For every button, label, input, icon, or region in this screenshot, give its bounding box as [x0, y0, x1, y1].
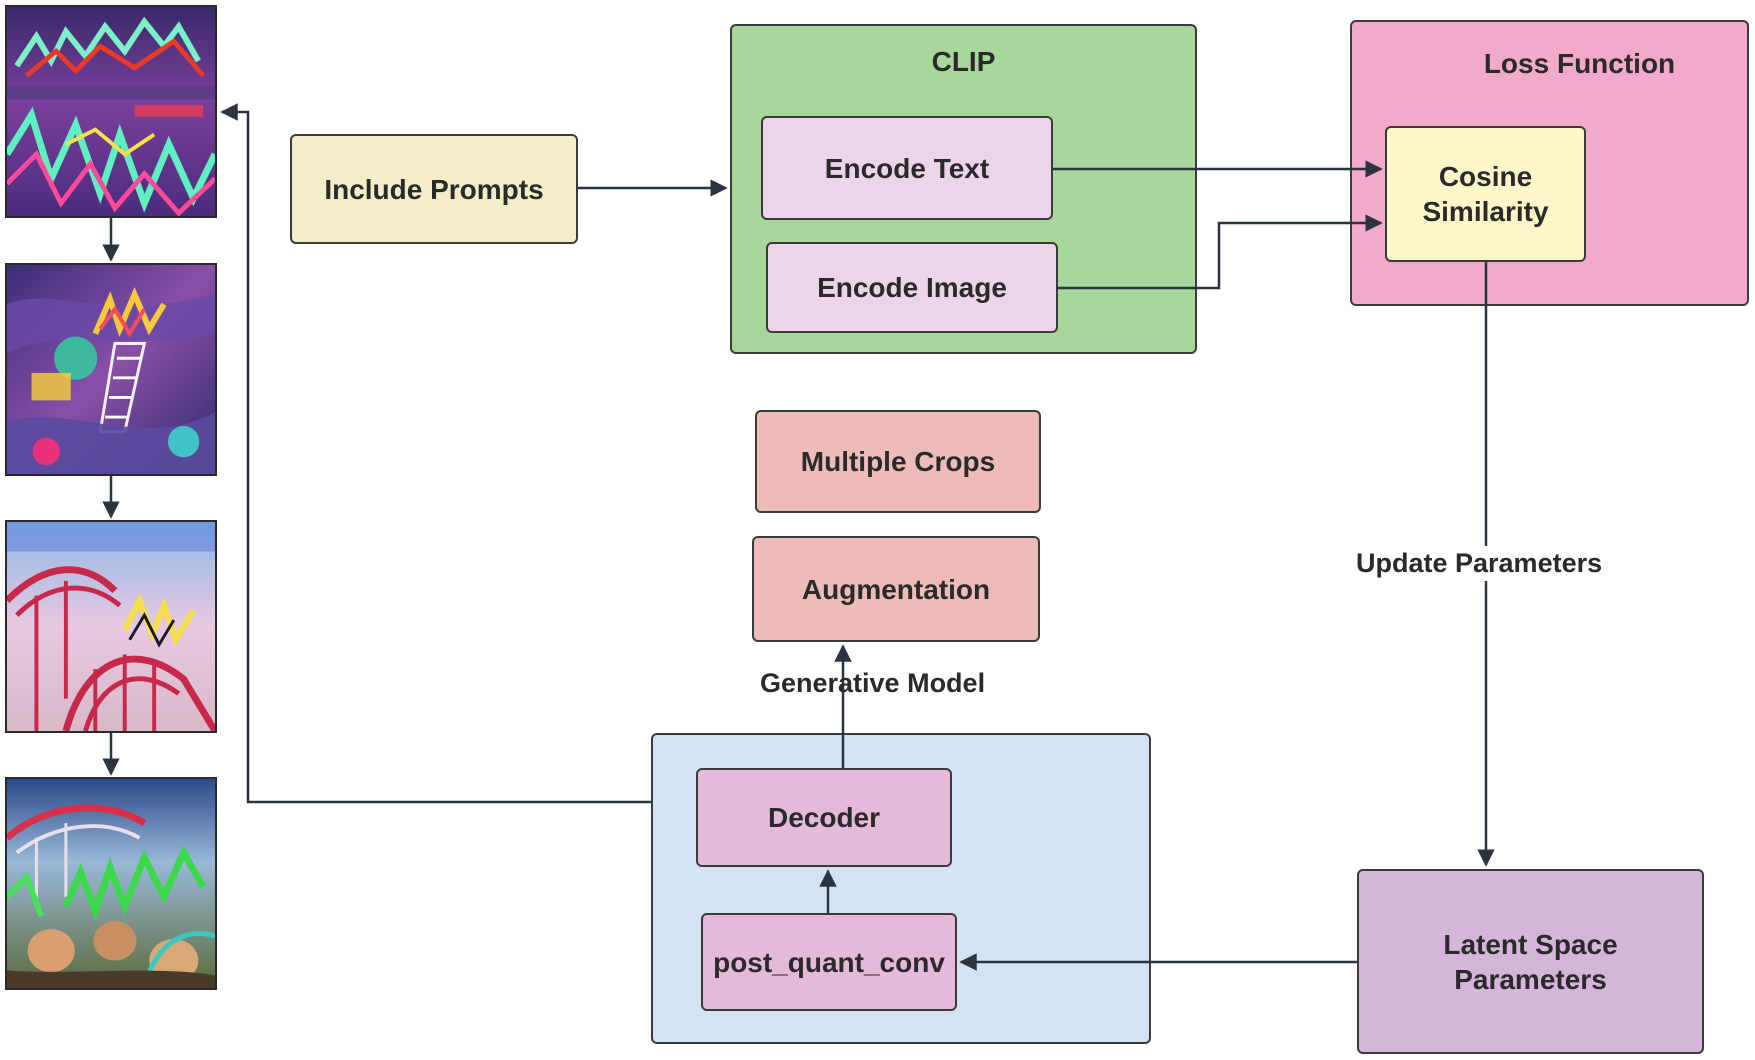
post-quant-conv-label: post_quant_conv: [713, 946, 945, 978]
augmentation-box: Augmentation: [752, 536, 1040, 642]
encode-text-box: Encode Text: [761, 116, 1053, 220]
clip-title: CLIP: [931, 46, 996, 77]
latent-space-parameters-label: Latent Space Parameters: [1443, 928, 1618, 995]
encode-image-label: Encode Image: [817, 272, 1007, 303]
multiple-crops-label: Multiple Crops: [800, 446, 996, 477]
cosine-similarity-label: Cosine Similarity: [1422, 161, 1549, 227]
generative-model-label: Generative Model: [760, 668, 986, 698]
generated-image-step-3: [5, 520, 217, 733]
generated-image-step-2: [5, 263, 217, 476]
loss-function-title: Loss Function: [1483, 48, 1676, 79]
update-parameters-label: Update Parameters: [1356, 546, 1603, 581]
cosine-similarity-box: Cosine Similarity: [1385, 126, 1586, 262]
arrow-encode-image-to-cosine: [1058, 214, 1383, 290]
generated-image-step-4: [5, 777, 217, 990]
generated-image-step-1: [5, 5, 217, 218]
decoder-box: Decoder: [696, 768, 952, 867]
encode-text-label: Encode Text: [824, 152, 990, 184]
include-prompts-label: Include Prompts: [324, 173, 544, 205]
decoder-label: Decoder: [767, 802, 881, 833]
arrow-generative-to-images: [220, 103, 651, 804]
post-quant-conv-box: post_quant_conv: [701, 913, 957, 1011]
augmentation-label: Augmentation: [801, 573, 991, 605]
multiple-crops-box: Multiple Crops: [755, 410, 1041, 513]
encode-image-box: Encode Image: [766, 242, 1058, 333]
include-prompts-box: Include Prompts: [290, 134, 578, 244]
latent-space-parameters-box: Latent Space Parameters: [1357, 869, 1704, 1054]
